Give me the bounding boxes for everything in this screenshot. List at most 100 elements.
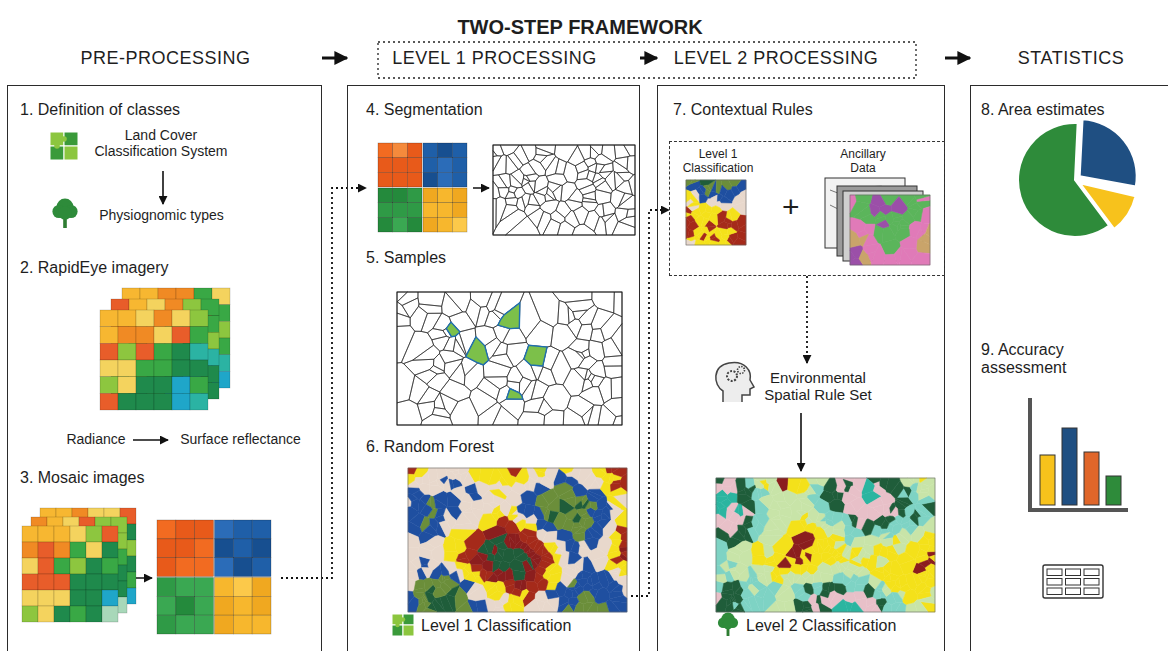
- grid-cell: [252, 558, 271, 577]
- table-frame: [1043, 565, 1103, 598]
- grid-cell: [102, 526, 118, 542]
- step-label: 1. Definition of classes: [20, 101, 180, 119]
- map-cell: [787, 520, 805, 537]
- segment: [493, 155, 506, 176]
- grid-cell: [438, 172, 453, 187]
- segment: [577, 170, 589, 180]
- segment: [588, 405, 602, 425]
- map-cell: [920, 478, 927, 483]
- map-cell: [691, 193, 700, 203]
- segment: [493, 156, 501, 171]
- level2-map: [716, 478, 935, 612]
- map-cell: [440, 476, 448, 484]
- map-cell: [408, 493, 418, 501]
- map-cell: [490, 489, 507, 499]
- map-cell: [440, 563, 449, 576]
- map-frame: [686, 180, 746, 245]
- grid-cell: [393, 143, 408, 158]
- level1-map: [686, 180, 746, 245]
- map-cell: [820, 590, 830, 598]
- table-cell: [1047, 588, 1062, 595]
- segment: [506, 389, 522, 400]
- puzzle-knob: [395, 623, 399, 627]
- map-cell: [480, 468, 494, 484]
- lccs-icon: [50, 132, 78, 160]
- map-cell: [607, 501, 621, 509]
- map-cell: [864, 224, 875, 235]
- map-cell: [855, 195, 872, 204]
- map-cell: [588, 527, 602, 539]
- map-cell: [850, 229, 860, 247]
- pie-slice: [1080, 119, 1137, 186]
- map-cell: [421, 564, 428, 568]
- map-cell: [862, 519, 875, 536]
- stage-heading: PRE-PROCESSING: [8, 48, 323, 69]
- map-cell: [451, 486, 466, 500]
- grid-cell: [452, 158, 467, 173]
- map-cell: [408, 488, 420, 494]
- grid-cell: [38, 606, 54, 622]
- map-cell: [716, 484, 723, 494]
- image-stack: [22, 508, 136, 622]
- step-label: Level 1 Classification: [678, 148, 758, 176]
- map-cell: [889, 223, 897, 236]
- step-group: 6. Random ForestLevel 1 Classification: [358, 433, 631, 648]
- step-group: 9. Accuracy assessment: [979, 331, 1164, 641]
- segment: [445, 292, 470, 312]
- segment: [486, 292, 501, 312]
- grid-cell: [378, 143, 393, 158]
- segment: [519, 377, 531, 396]
- grid-cell: [70, 542, 86, 558]
- map-cell: [716, 552, 727, 566]
- segment: [397, 326, 415, 363]
- map-cell: [824, 526, 833, 537]
- grid-cell: [22, 574, 38, 590]
- table-cell: [1084, 579, 1099, 586]
- segment: [397, 400, 422, 425]
- map-cell: [872, 504, 883, 515]
- map-cell: [698, 202, 706, 214]
- grid-cell: [195, 520, 214, 539]
- map-cell: [608, 544, 619, 554]
- map-cell: [694, 227, 703, 235]
- map-cell: [802, 571, 811, 579]
- map-cell: [716, 574, 727, 583]
- map-cell: [462, 512, 480, 527]
- map-cell: [449, 479, 454, 490]
- segment: [551, 210, 565, 223]
- bar: [1106, 476, 1121, 505]
- map-cell: [519, 531, 528, 543]
- segment: [583, 191, 596, 200]
- grid-cell: [215, 615, 234, 634]
- segment: [544, 410, 564, 425]
- grid-cell: [215, 520, 234, 539]
- grid-cell: [102, 558, 118, 574]
- grid-cell: [100, 360, 118, 377]
- map-cell: [825, 510, 834, 521]
- map-cell: [735, 541, 753, 553]
- segment: [567, 319, 582, 338]
- map-cell: [818, 562, 833, 574]
- map-cell: [899, 248, 911, 265]
- map-cell: [686, 190, 691, 203]
- map-cell: [584, 591, 596, 602]
- segment: [540, 200, 559, 214]
- map-cell: [422, 567, 433, 577]
- puzzle-piece: [403, 625, 414, 636]
- map-cell: [612, 468, 620, 473]
- segment: [572, 224, 596, 235]
- map-cell: [420, 505, 432, 517]
- segment: [602, 338, 622, 357]
- map-cell: [545, 590, 559, 599]
- map-cell: [730, 571, 740, 581]
- step-group: Land Cover Classification System: [86, 125, 240, 171]
- segment: [526, 174, 539, 181]
- step-group: RadianceSurface reflectance2. RapidEye i…: [16, 253, 316, 458]
- map-cell: [721, 234, 729, 240]
- segment: [582, 201, 598, 211]
- grid-cell: [86, 606, 102, 622]
- segment: [545, 156, 559, 176]
- segment: [591, 308, 614, 329]
- map-cell: [758, 535, 783, 546]
- map-cell: [510, 559, 525, 572]
